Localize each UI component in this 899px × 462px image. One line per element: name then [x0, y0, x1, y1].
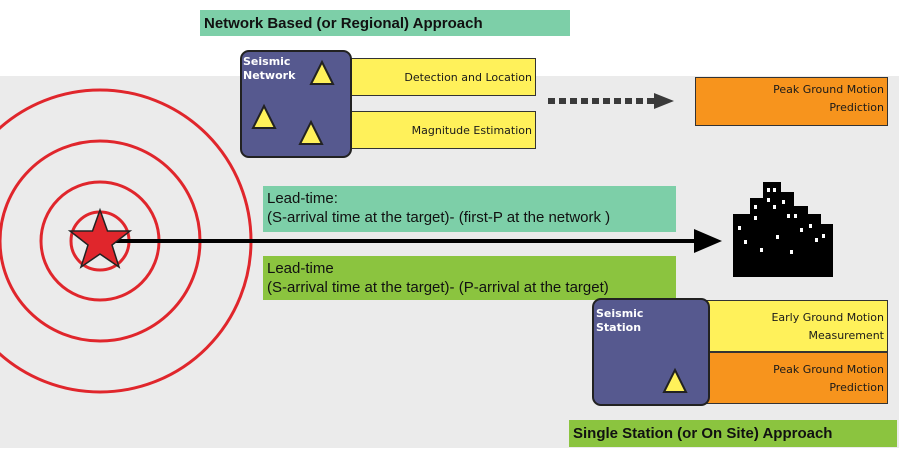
epicenter-star-icon	[67, 207, 133, 269]
network-label-line1: Seismic	[243, 55, 291, 68]
lead-time-network-box: Lead-time: (S-arrival time at the target…	[263, 186, 676, 232]
city-windows	[738, 188, 825, 254]
network-prediction-line1: Peak Ground Motion	[773, 83, 884, 96]
early-ground-motion-box: Early Ground Motion Measurement	[705, 300, 888, 352]
lead-time-station-line1: Lead-time	[267, 260, 334, 277]
magnitude-estimation-label: Magnitude Estimation	[411, 123, 532, 137]
early-ground-motion-line2: Measurement	[808, 329, 884, 342]
station-approach-title: Single Station (or On Site) Approach	[569, 420, 897, 447]
network-approach-title-text: Network Based (or Regional) Approach	[204, 14, 483, 32]
seismic-station-label: Seismic Station	[596, 307, 643, 335]
station-prediction-line2: Prediction	[829, 381, 884, 394]
network-label-line2: Network	[243, 69, 296, 82]
dashed-arrow-icon	[548, 93, 674, 109]
magnitude-estimation-box: Magnitude Estimation	[349, 111, 536, 149]
seismic-network-box: Seismic Network	[240, 50, 352, 158]
early-ground-motion-line1: Early Ground Motion	[771, 311, 884, 324]
propagation-arrow-icon	[110, 229, 722, 253]
lead-time-station-line2: (S-arrival time at the target)- (P-arriv…	[267, 279, 609, 296]
lead-time-station-box: Lead-time (S-arrival time at the target)…	[263, 256, 676, 300]
station-label-line1: Seismic	[596, 307, 644, 320]
seismic-station-box: Seismic Station	[592, 298, 710, 406]
station-approach-title-text: Single Station (or On Site) Approach	[573, 425, 833, 442]
lead-time-network-line2: (S-arrival time at the target)- (first-P…	[267, 209, 611, 226]
network-approach-title: Network Based (or Regional) Approach	[200, 10, 570, 36]
station-prediction-line1: Peak Ground Motion	[773, 363, 884, 376]
detection-location-box: Detection and Location	[349, 58, 536, 96]
seismic-network-label: Seismic Network	[243, 55, 295, 83]
lead-time-network-line1: Lead-time:	[267, 190, 338, 207]
city-skyline-icon	[733, 182, 833, 277]
network-prediction-line2: Prediction	[829, 101, 884, 114]
detection-location-label: Detection and Location	[404, 70, 532, 84]
station-label-line2: Station	[596, 321, 642, 334]
station-peak-prediction-box: Peak Ground Motion Prediction	[705, 352, 888, 404]
network-peak-prediction-box: Peak Ground Motion Prediction	[695, 77, 888, 126]
